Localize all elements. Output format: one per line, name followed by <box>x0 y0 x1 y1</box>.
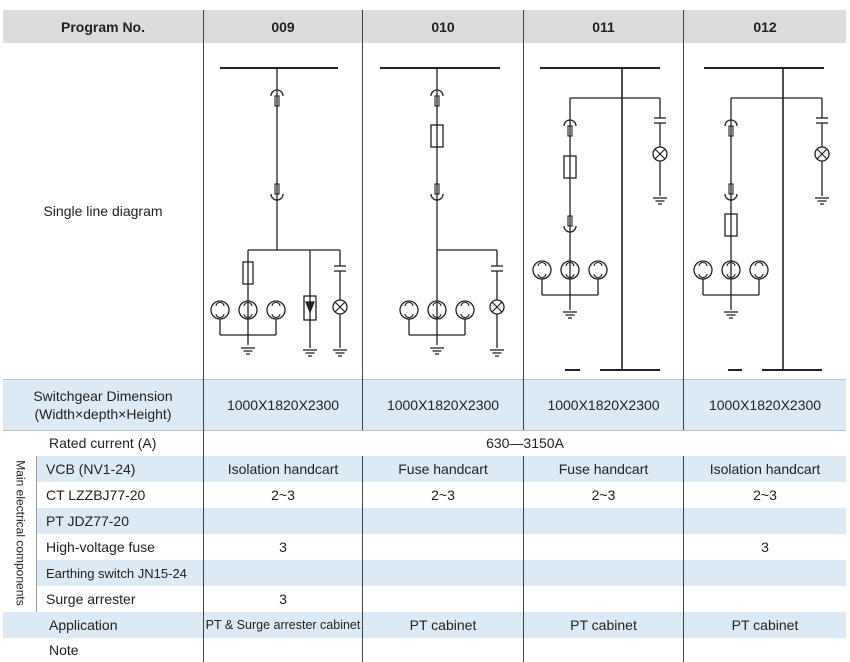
hv-fuse-012: 3 <box>761 539 769 555</box>
application-009: PT & Surge arrester cabinet <box>204 612 362 638</box>
rated-current-value: 630—3150A <box>486 435 564 451</box>
surge-arrester-009: 3 <box>279 591 287 607</box>
program-no-label: Program No. <box>3 10 203 43</box>
vcb-label: VCB (NV1-24) <box>36 456 203 482</box>
earthing-switch-values <box>204 560 846 586</box>
pt-values <box>204 508 846 534</box>
ct-009: 2~3 <box>271 487 295 503</box>
application-label: Application <box>3 612 203 638</box>
ct-012: 2~3 <box>753 487 777 503</box>
dimension-012: 1000X1820X2300 <box>684 380 846 430</box>
ct-010: 2~3 <box>431 487 455 503</box>
group-divider <box>36 456 37 612</box>
ct-label: CT LZZBJ77-20 <box>46 487 146 503</box>
column-divider <box>362 10 363 430</box>
pt-label: PT JDZ77-20 <box>36 508 203 534</box>
program-009: 009 <box>204 10 362 43</box>
divider <box>3 379 846 380</box>
earthing-switch-label: Earthing switch JN15-24 <box>36 560 203 586</box>
application-012: PT cabinet <box>684 612 846 638</box>
vcb-012: Isolation handcart <box>684 456 846 482</box>
column-divider <box>683 10 684 430</box>
dimension-label: Switchgear Dimension (Width×depth×Height… <box>3 380 203 430</box>
rated-current-label: Rated current (A) <box>49 435 157 451</box>
column-divider <box>362 456 363 662</box>
vcb-010: Fuse handcart <box>363 456 523 482</box>
note-label: Note <box>49 642 79 658</box>
application-010: PT cabinet <box>363 612 523 638</box>
application-011: PT cabinet <box>524 612 683 638</box>
program-010: 010 <box>363 10 523 43</box>
dimension-011: 1000X1820X2300 <box>524 380 683 430</box>
surge-arrester-label: Surge arrester <box>46 591 136 607</box>
dimension-label-line1: Switchgear Dimension <box>33 388 173 404</box>
ct-011: 2~3 <box>591 487 616 503</box>
single-line-diagram-label: Single line diagram <box>43 203 163 219</box>
column-divider <box>523 10 524 430</box>
dimension-010: 1000X1820X2300 <box>363 380 523 430</box>
vcb-011: Fuse handcart <box>524 456 683 482</box>
diagram-012 <box>693 67 830 371</box>
column-divider <box>683 456 684 662</box>
hv-fuse-009: 3 <box>279 539 287 555</box>
dimension-label-line2: (Width×depth×Height) <box>34 406 172 422</box>
program-011: 011 <box>524 10 683 43</box>
program-012: 012 <box>684 10 846 43</box>
hv-fuse-label: High-voltage fuse <box>46 539 155 555</box>
divider <box>3 430 846 431</box>
diagram-011 <box>532 67 668 371</box>
column-divider <box>523 456 524 662</box>
dimension-009: 1000X1820X2300 <box>204 380 362 430</box>
diagram-010 <box>380 67 505 357</box>
diagram-009 <box>210 67 348 357</box>
column-divider <box>203 10 204 662</box>
vcb-009: Isolation handcart <box>204 456 362 482</box>
